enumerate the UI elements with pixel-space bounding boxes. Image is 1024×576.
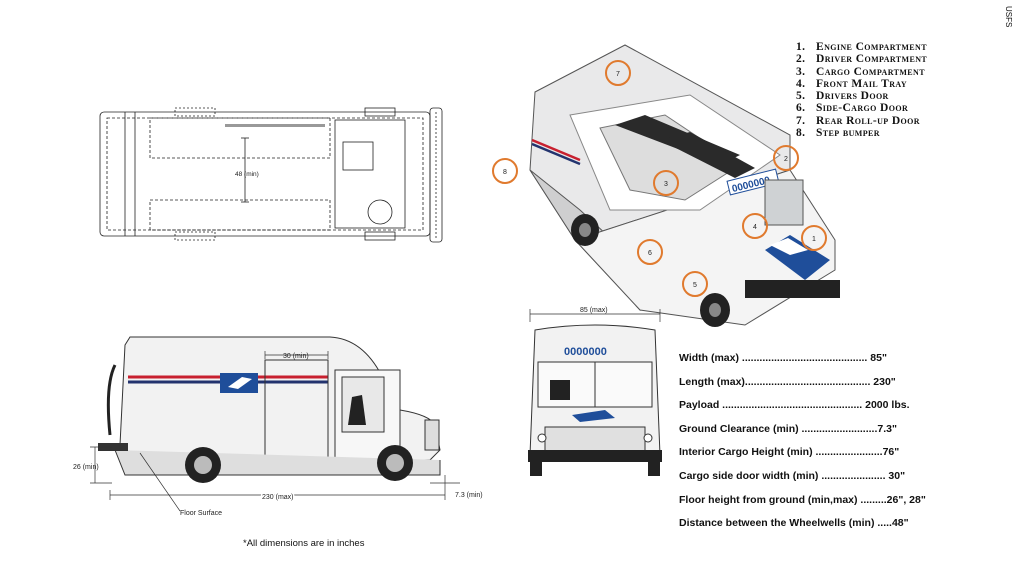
legend-item: 1.Engine Compartment xyxy=(796,41,927,53)
callout-7-label: 7 xyxy=(616,71,620,78)
callout-3-label: 3 xyxy=(664,181,668,188)
spec-item: Ground Clearance (min) .................… xyxy=(679,422,897,435)
spec-item: Length (max)............................… xyxy=(679,375,896,388)
callout-2 xyxy=(773,145,799,171)
front-width-dim-label: 85 (max) xyxy=(580,307,608,314)
top-width-label: 48 (min) xyxy=(235,171,259,178)
isometric-cutaway: 0000000 1 2 3 4 5 6 7 8 xyxy=(492,44,840,327)
legend-item: 8.Step bumper xyxy=(796,127,880,140)
dimensions-note: *All dimensions are in inches xyxy=(243,538,365,549)
legend-item: 7.Rear Roll-up Door xyxy=(796,114,920,127)
callout-3 xyxy=(653,170,679,196)
top-plan-view: 48 (min) xyxy=(99,107,443,243)
callout-8 xyxy=(492,158,518,184)
spec-list: Width (max) ............................… xyxy=(679,352,926,541)
ground-clearance-dim-label: 7.3 (min) xyxy=(455,492,483,499)
side-door-dim-label: 30 (min) xyxy=(283,353,309,360)
legend-item: 2.Driver Compartment xyxy=(796,53,928,66)
callout-5 xyxy=(682,271,708,297)
front-truck-number: 0000000 xyxy=(564,346,607,358)
callout-5-label: 5 xyxy=(693,282,697,289)
callout-6-label: 6 xyxy=(648,250,652,257)
callout-1 xyxy=(801,225,827,251)
component-legend: 1.Engine Compartment 2.Driver Compartmen… xyxy=(796,41,927,139)
image-credit: USFS xyxy=(1004,6,1013,28)
spec-item: Interior Cargo Height (min) ............… xyxy=(679,446,900,459)
spec-item: Payload ................................… xyxy=(679,399,910,412)
spec-item: Floor height from ground (min,max) .....… xyxy=(679,493,926,506)
spec-item: Width (max) ............................… xyxy=(679,352,887,364)
spec-item: Cargo side door width (min) ............… xyxy=(679,469,906,482)
side-view: 30 (min) 230 (max) 26 (min) 7.3 (min) Fl… xyxy=(73,336,483,517)
legend-item: 5.Drivers Door xyxy=(796,90,889,103)
floor-height-dim-label: 26 (min) xyxy=(73,464,99,471)
callout-4-label: 4 xyxy=(753,224,757,231)
legend-item: 4.Front Mail Tray xyxy=(796,77,908,90)
floor-surface-label: Floor Surface xyxy=(180,510,222,517)
front-view: 85 (max) 0000000 xyxy=(528,307,662,476)
spec-item: Distance between the Wheelwells (min) ..… xyxy=(679,517,909,530)
callout-8-label: 8 xyxy=(503,169,507,176)
callout-4 xyxy=(742,213,768,239)
callout-2-label: 2 xyxy=(784,156,788,163)
legend-item: 3.Cargo Compartment xyxy=(796,65,925,78)
callout-1-label: 1 xyxy=(812,236,816,243)
callout-6 xyxy=(637,239,663,265)
length-dim-label: 230 (max) xyxy=(262,494,294,501)
legend-item: 6.Side-Cargo Door xyxy=(796,102,909,115)
callout-7 xyxy=(605,60,631,86)
